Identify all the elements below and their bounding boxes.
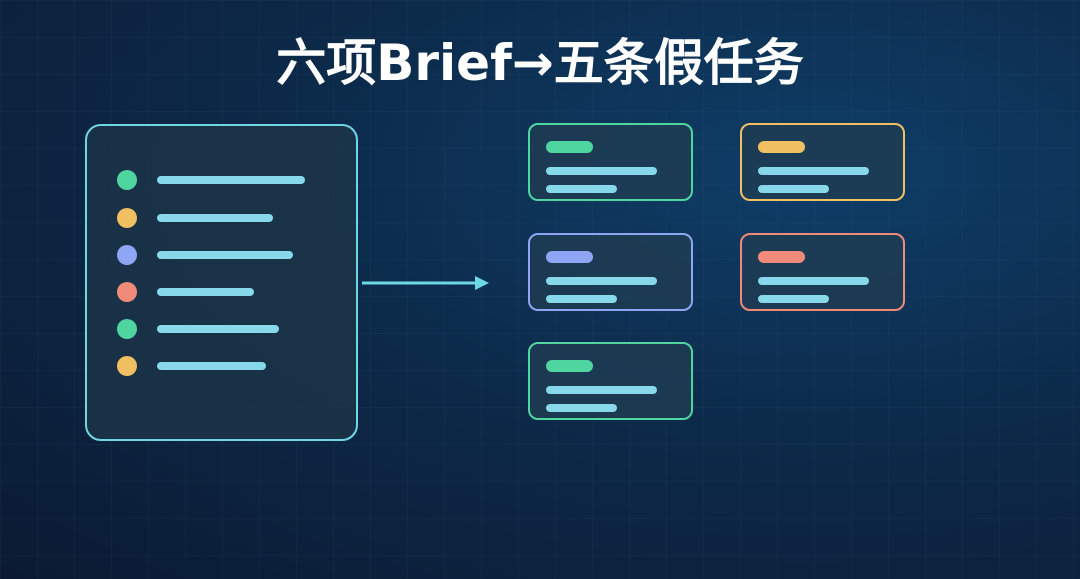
task-card-line: [758, 185, 829, 193]
task-card: [528, 123, 693, 201]
task-card-tag: [546, 251, 593, 263]
brief-item-line: [157, 176, 305, 184]
brief-item-line: [157, 362, 266, 370]
brief-item-line: [157, 325, 279, 333]
diagram-title: 六项Brief→五条假任务: [276, 34, 804, 92]
brief-item-line: [157, 288, 254, 296]
brief-item: [117, 208, 337, 228]
task-card-line: [546, 404, 617, 412]
brief-panel: [85, 124, 358, 441]
task-card-line: [758, 167, 869, 175]
task-card: [740, 123, 905, 201]
task-card-tag: [546, 360, 593, 372]
brief-item-dot: [117, 356, 137, 376]
task-card-line: [546, 277, 657, 285]
task-card-line: [546, 386, 657, 394]
brief-item: [117, 245, 337, 265]
task-card: [740, 233, 905, 311]
task-card-tag: [546, 141, 593, 153]
task-card-line: [546, 167, 657, 175]
brief-item-dot: [117, 319, 137, 339]
task-card-tag: [758, 251, 805, 263]
brief-item-dot: [117, 170, 137, 190]
task-card-line: [758, 295, 829, 303]
brief-item: [117, 282, 337, 302]
brief-item-line: [157, 251, 293, 259]
brief-item: [117, 170, 337, 190]
brief-item: [117, 356, 337, 376]
task-card-line: [758, 277, 869, 285]
task-card-line: [546, 295, 617, 303]
task-card-line: [546, 185, 617, 193]
arrow-head: [475, 276, 489, 290]
flow-arrow: [362, 276, 489, 290]
brief-item-dot: [117, 208, 137, 228]
task-card-tag: [758, 141, 805, 153]
brief-item-dot: [117, 282, 137, 302]
brief-item-dot: [117, 245, 137, 265]
brief-item-line: [157, 214, 273, 222]
task-card: [528, 233, 693, 311]
task-card: [528, 342, 693, 420]
brief-item: [117, 319, 337, 339]
